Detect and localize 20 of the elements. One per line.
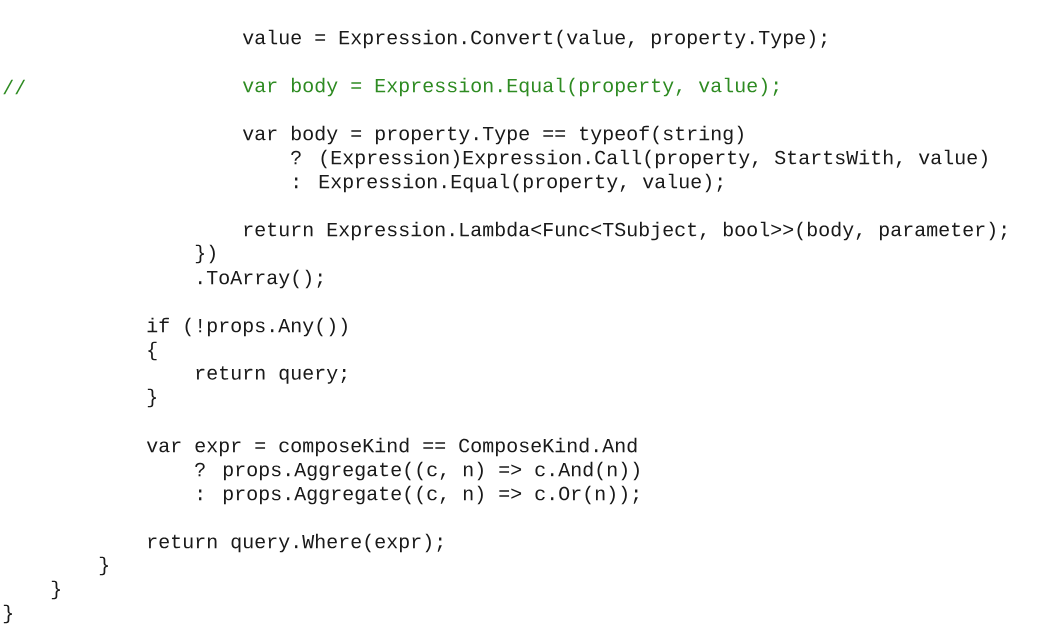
code-line: } [99, 556, 108, 576]
code-line: { [148, 341, 157, 361]
code-line: return query; [196, 366, 346, 384]
code-line: return query.Where(expr); [148, 533, 442, 553]
comment-line: var body = Expression.Equal(property, value); [242, 77, 778, 97]
code-line: } [51, 580, 60, 600]
code-line: } [147, 388, 156, 408]
code-line: if (!props.Any()) [147, 317, 347, 337]
code-line: var expr = composeKind == ComposeKind.And [146, 437, 637, 457]
code-line: ? props.Aggregate((c, n) => c.And(n)) [195, 461, 639, 481]
comment-line: // [3, 79, 26, 95]
code-line: .ToArray(); [199, 269, 322, 289]
code-line: } [3, 604, 12, 624]
code-line: value = Expression.Convert(value, property.Type); [242, 29, 826, 49]
code-line: : props.Aggregate((c, n) => c.Or(n)); [199, 485, 638, 505]
code-line: : Expression.Equal(property, value); [295, 173, 722, 193]
code-line: return Expression.Lambda<Func<TSubject, bool>>(body, parameter); [244, 221, 1006, 241]
code-line: }) [195, 244, 215, 264]
code-line: ? (Expression)Expression.Call(property, StartsWith, value) [291, 149, 987, 169]
code-line: var body = property.Type == typeof(string) [242, 125, 743, 145]
